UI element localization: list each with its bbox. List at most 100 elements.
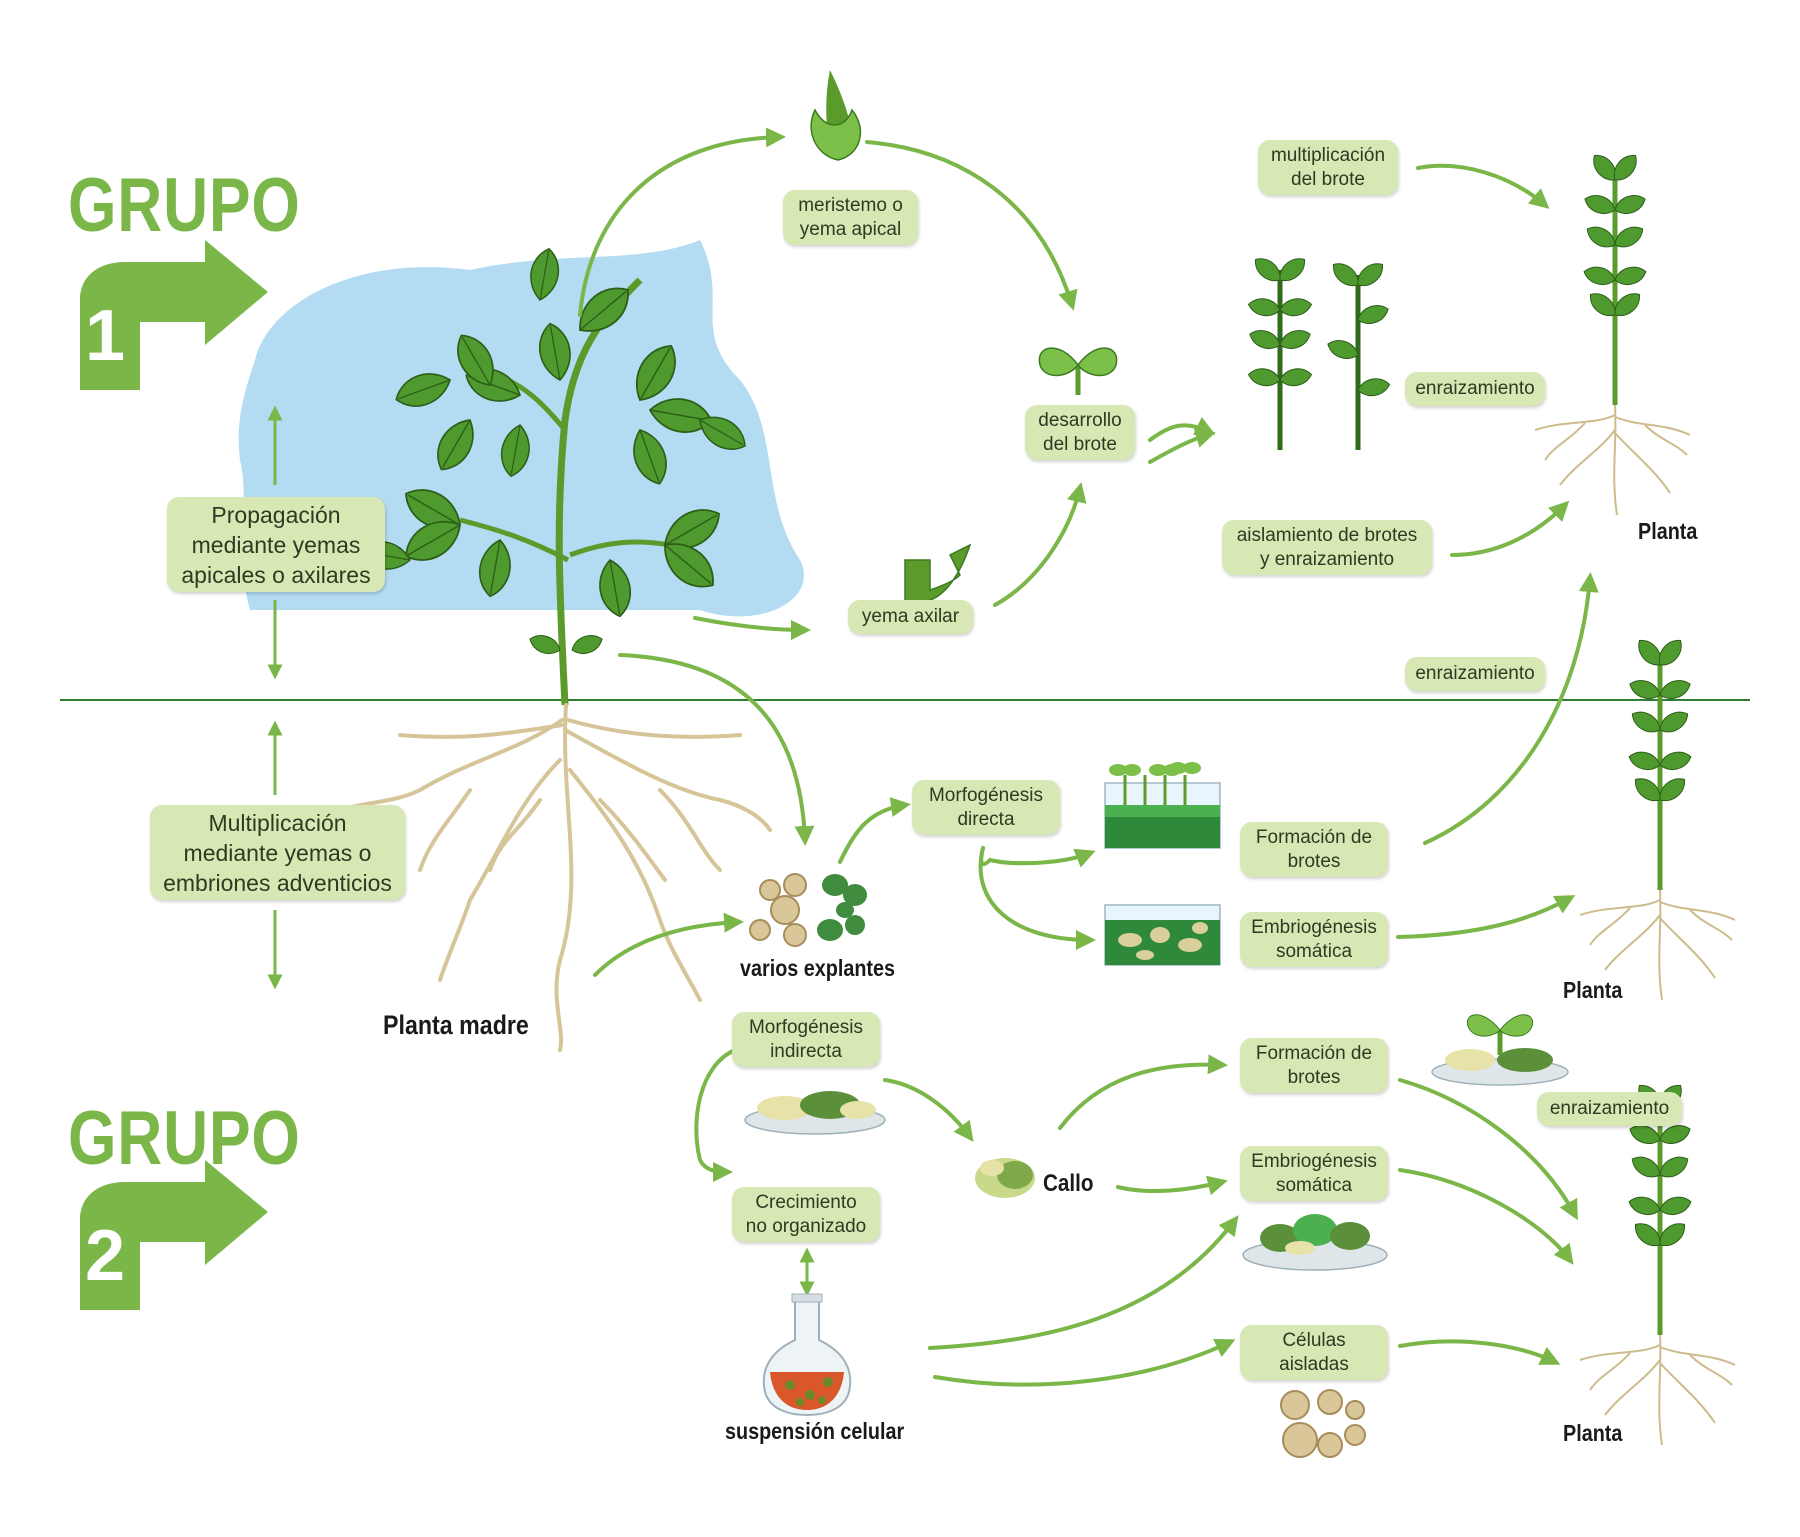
text-line: aisladas <box>1279 1353 1349 1375</box>
node-enraizamiento-2: enraizamiento <box>1405 657 1545 691</box>
varios-explantes-label: varios explantes <box>740 955 896 981</box>
text-line: del brote <box>1043 433 1117 455</box>
text-line: Formación de <box>1255 1042 1373 1064</box>
sprout-icon <box>1038 347 1118 395</box>
flow-arrow <box>979 846 1096 868</box>
text-line: Crecimiento <box>755 1191 857 1213</box>
flow-arrow <box>578 127 786 317</box>
cells-icon <box>1280 1389 1366 1458</box>
flow-arrow <box>1116 1175 1228 1196</box>
text-line: yema axilar <box>861 606 960 627</box>
node-enraizamiento-3: enraizamiento <box>1537 1092 1682 1126</box>
culture-jar-icon-2 <box>1104 904 1221 966</box>
text-line: Multiplicación <box>208 809 347 836</box>
grupo-2-number: 2 <box>85 1216 126 1296</box>
flow-arrow <box>1416 163 1550 209</box>
mother-plant-icon <box>328 245 772 1052</box>
text-line: enraizamiento <box>1415 663 1535 684</box>
grupo-2-arrow <box>80 1160 268 1310</box>
text-line: Células <box>1282 1329 1346 1351</box>
grupo-1-title: GRUPO <box>68 163 301 248</box>
text-line: somática <box>1275 1174 1353 1196</box>
flow-arrow <box>1396 895 1576 939</box>
flow-arrow <box>993 482 1087 607</box>
node-enraizamiento-1: enraizamiento <box>1405 372 1545 406</box>
text-line: multiplicación <box>1270 144 1386 166</box>
planta-label-2: Planta <box>1563 977 1623 1003</box>
flow-arrow <box>1398 1078 1578 1221</box>
text-line: Morfogénesis <box>748 1016 864 1038</box>
text-line: Formación de <box>1255 826 1373 848</box>
text-line: Morfogénesis <box>928 784 1044 806</box>
text-line: directa <box>957 808 1015 830</box>
planta-madre-label: Planta madre <box>383 1010 529 1040</box>
node-embrio-2: Embriogénesis somática <box>1240 1146 1388 1201</box>
flow-arrow <box>883 1078 974 1142</box>
petri-dish-icon-2 <box>1431 1014 1569 1086</box>
text-line: brotes <box>1287 850 1341 872</box>
shoot-cluster-icon <box>1246 252 1392 450</box>
node-formacion-1: Formación de brotes <box>1240 822 1388 877</box>
flow-arrow <box>618 653 815 846</box>
text-line: mediante yemas o <box>183 839 372 866</box>
petri-dish-icon-1 <box>744 1091 886 1135</box>
young-plant-icon-1 <box>1535 150 1690 515</box>
flow-arrow <box>593 912 744 977</box>
grupo-1-number: 1 <box>85 296 126 376</box>
text-line: embriones adventicios <box>163 869 392 896</box>
flow-arrow <box>1058 1054 1228 1130</box>
planta-label-3: Planta <box>1563 1420 1623 1446</box>
flow-arrow <box>933 1338 1236 1387</box>
petri-dish-icon-3 <box>1242 1214 1388 1271</box>
flow-arrow <box>1423 572 1599 845</box>
node-crecimiento: Crecimiento no organizado <box>732 1187 880 1242</box>
node-celulas: Células aisladas <box>1240 1325 1388 1380</box>
flow-arrow <box>694 1048 737 1182</box>
node-morf-indirecta: Morfogénesis indirecta <box>732 1012 880 1067</box>
flow-arrow <box>1398 1339 1561 1365</box>
text-line: del brote <box>1291 168 1365 190</box>
node-formacion-2: Formación de brotes <box>1240 1038 1388 1093</box>
apical-bud-icon <box>810 70 862 161</box>
node-yema-axilar: yema axilar <box>848 600 973 634</box>
explants-icon <box>749 873 867 947</box>
text-line: somática <box>1275 940 1353 962</box>
text-line: y enraizamiento <box>1259 548 1395 570</box>
text-line: aislamiento de brotes <box>1236 524 1418 546</box>
text-line: meristemo o <box>798 194 903 216</box>
text-line: enraizamiento <box>1415 378 1535 399</box>
node-desarrollo: desarrollo del brote <box>1025 405 1135 460</box>
node-multiplicacion-brote: multiplicación del brote <box>1258 140 1398 195</box>
node-embrio-1: Embriogénesis somática <box>1240 912 1388 967</box>
text-line: mediante yemas <box>191 531 361 558</box>
young-plant-icon-3 <box>1580 1080 1735 1445</box>
grupo-1-arrow <box>80 240 268 390</box>
flow-arrow <box>928 1215 1239 1350</box>
text-line: enraizamiento <box>1549 1098 1670 1119</box>
callo-label: Callo <box>1043 1170 1094 1197</box>
node-morf-directa: Morfogénesis directa <box>912 780 1060 835</box>
flow-arrow <box>865 140 1078 311</box>
text-line: desarrollo <box>1038 409 1122 431</box>
planta-label-1: Planta <box>1638 518 1698 544</box>
node-aislamiento: aislamiento de brotes y enraizamiento <box>1222 520 1432 575</box>
flow-arrow <box>1398 1168 1574 1265</box>
multiplicacion-label: Multiplicación mediante yemas o embrione… <box>150 805 405 900</box>
text-line: no organizado <box>745 1215 867 1237</box>
young-plant-icon-2 <box>1580 635 1735 1000</box>
callus-icon <box>975 1158 1035 1198</box>
text-line: brotes <box>1287 1066 1341 1088</box>
suspension-label: suspensión celular <box>725 1418 905 1444</box>
flow-arrow <box>1148 428 1216 464</box>
grupo-2-title: GRUPO <box>68 1096 301 1181</box>
text-line: Propagación <box>211 501 341 528</box>
node-meristemo: meristemo o yema apical <box>783 190 918 245</box>
text-line: indirecta <box>770 1040 842 1062</box>
text-line: Embriogénesis <box>1251 1150 1377 1172</box>
flow-arrow <box>838 797 911 864</box>
text-line: apicales o axilares <box>181 561 371 588</box>
flow-arrow <box>693 616 811 640</box>
axillary-bud-icon <box>904 543 972 616</box>
flow-arrow <box>978 846 1096 950</box>
